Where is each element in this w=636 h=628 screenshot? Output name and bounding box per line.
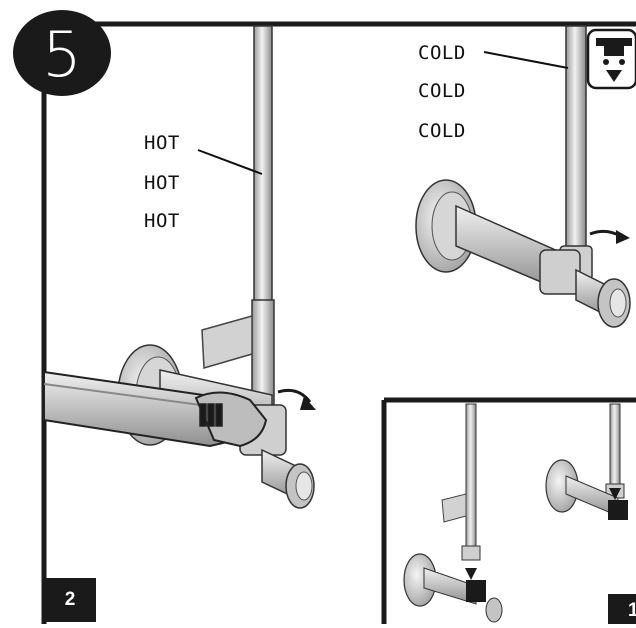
main-panel-frame — [41, 21, 636, 624]
cold-label-1: COLD — [418, 42, 466, 64]
panel-badge-2: 2 — [44, 578, 96, 622]
cold-shutoff-valve — [415, 179, 631, 328]
hot-label-1: HOT — [144, 132, 180, 154]
step-number: 5 — [42, 18, 82, 91]
step-number-badge — [13, 10, 111, 96]
inset-panel — [384, 397, 636, 623]
hot-label-3: HOT — [144, 210, 180, 232]
hot-supply-pipe — [251, 25, 275, 413]
rotate-arrow-icon — [277, 388, 312, 403]
cold-label-3: COLD — [418, 120, 466, 142]
wrench-icon — [43, 370, 268, 448]
cold-leader-line — [483, 51, 569, 69]
hot-leader-line — [197, 149, 263, 175]
hot-escutcheon-flag — [201, 315, 253, 369]
hot-label-2: HOT — [144, 172, 180, 194]
drip-down-icon — [586, 28, 636, 90]
rotate-arrow-icon — [589, 229, 621, 238]
panel-badge-1: 1 — [608, 594, 636, 624]
cold-label-2: COLD — [418, 80, 466, 102]
